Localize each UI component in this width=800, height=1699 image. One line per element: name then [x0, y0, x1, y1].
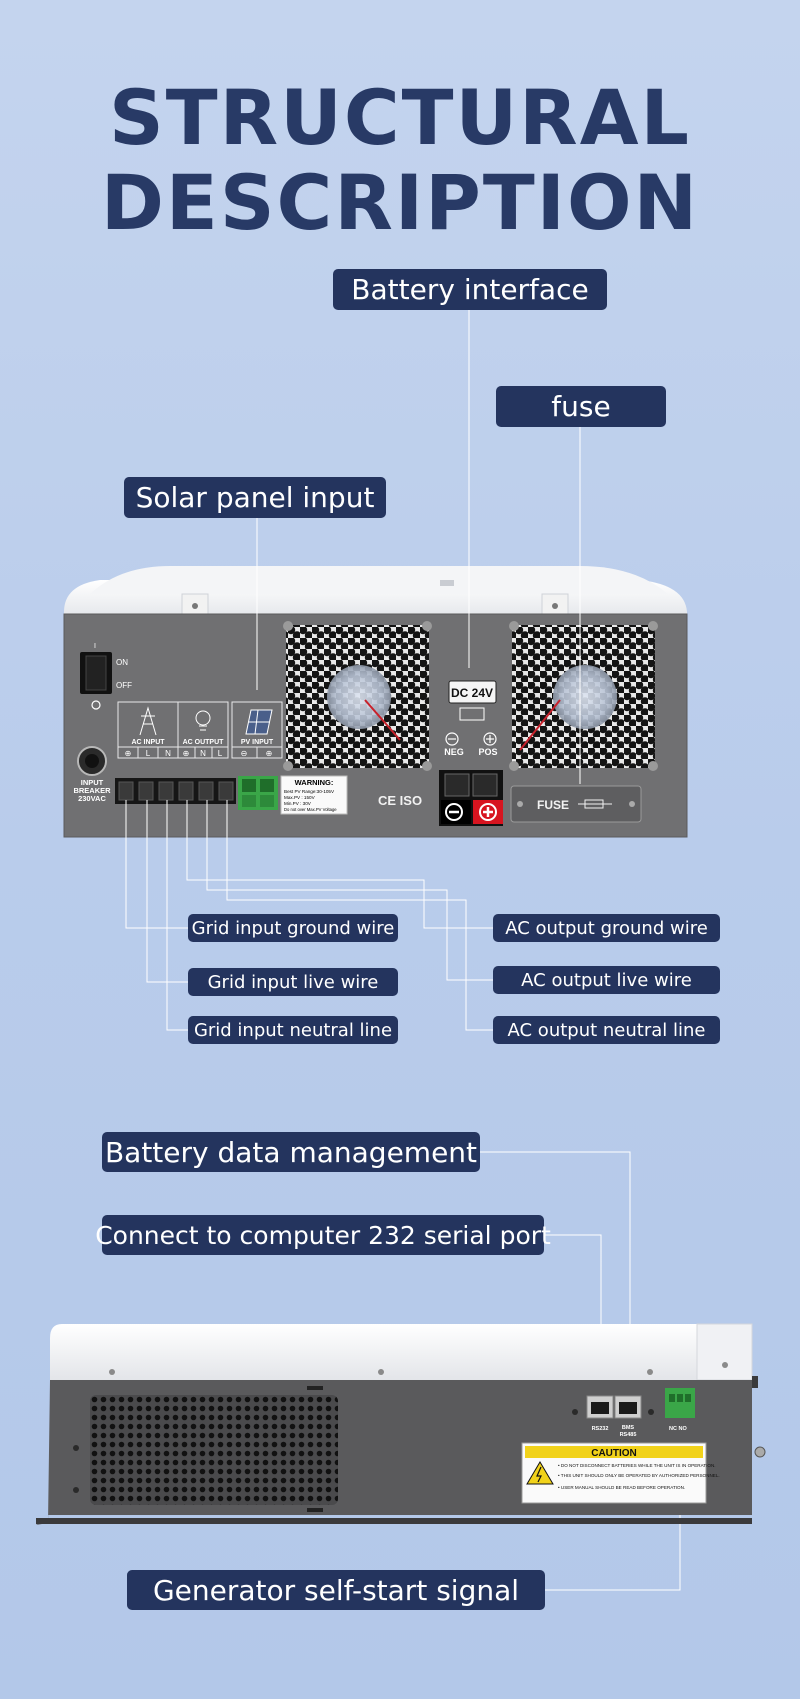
- breaker-label-2: BREAKER: [73, 786, 111, 795]
- fuse-holder: FUSE: [510, 785, 642, 823]
- battery-terminals: [439, 770, 503, 826]
- breaker-label-3: 230VAC: [78, 794, 106, 803]
- caution-line-1: • DO NOT DISCONNECT BATTERIES WHILE THE …: [558, 1463, 716, 1468]
- rear-panel-illustration: I ON OFF INPUT BREAKER 230VAC: [63, 310, 688, 1031]
- rs232-port: [586, 1395, 614, 1419]
- hazard-icon: [526, 1461, 554, 1485]
- fan-hub-right: [553, 665, 617, 729]
- warning-line-1: Best PV Range:30-105V: [284, 789, 335, 794]
- fan-hub-left: [327, 665, 391, 729]
- neg-symbol-icon: [445, 732, 459, 746]
- bms-port-label-2: RS485: [620, 1432, 637, 1438]
- callout-ac-output-neutral: AC output neutral line: [493, 1016, 720, 1044]
- pv-pin-neg: ⊖: [241, 749, 248, 758]
- pv-warning-sticker: WARNING: Best PV Range:30-105V Max.PV : …: [280, 775, 348, 815]
- ac-input-pin-2: L: [146, 749, 151, 758]
- ac-output-label: AC OUTPUT: [183, 739, 225, 746]
- warning-line-4: Do not over Max.PV Voltage: [284, 807, 337, 812]
- switch-off-label: OFF: [116, 681, 132, 690]
- breaker-label-1: INPUT: [81, 778, 104, 787]
- relay-label: NC NO: [669, 1426, 687, 1432]
- switch-on-label: ON: [116, 658, 128, 667]
- caution-title: CAUTION: [591, 1448, 637, 1459]
- callout-grid-input-neutral: Grid input neutral line: [188, 1016, 398, 1044]
- certification-marks: CE ISO: [378, 793, 422, 808]
- callout-ac-output-ground: AC output ground wire: [493, 914, 720, 942]
- switch-top-mark: I: [94, 643, 96, 650]
- solar-panel-icon: [245, 709, 273, 735]
- battery-icon: [459, 707, 485, 721]
- ac-input-pin-1: ⊕: [125, 749, 132, 758]
- side-panel-illustration: RS232 BMS RS485 NC NO CAUTION • DO NOT D…: [36, 1151, 766, 1591]
- side-vent-grill: [90, 1395, 338, 1505]
- callout-battery-interface: Battery interface: [333, 269, 607, 310]
- callout-fuse: fuse: [496, 386, 666, 427]
- pos-label: POS: [478, 747, 497, 757]
- bms-port-label-1: BMS: [622, 1425, 635, 1431]
- fuse-holder-label: FUSE: [537, 798, 569, 812]
- callout-battery-data-management: Battery data management: [102, 1132, 480, 1172]
- caution-sticker: CAUTION • DO NOT DISCONNECT BATTERIES WH…: [521, 1442, 720, 1504]
- page-title-line2: DESCRIPTION: [100, 158, 700, 247]
- bms-rs485-port: [614, 1395, 642, 1419]
- callout-computer-serial-port: Connect to computer 232 serial port: [95, 1215, 551, 1255]
- side-top-shell: [50, 1324, 752, 1380]
- power-tower-icon: [139, 706, 157, 736]
- rs232-port-label: RS232: [592, 1426, 609, 1432]
- pos-symbol-icon: [483, 732, 497, 746]
- rear-leader-lines: [125, 310, 581, 1031]
- pv-terminal-block: [238, 776, 278, 810]
- power-symbol-icon: [91, 700, 101, 710]
- neg-label: NEG: [444, 747, 464, 757]
- warning-line-2: Max.PV : 150V: [284, 795, 316, 800]
- ac-output-pin-1: ⊕: [183, 749, 190, 758]
- terminal-label-boxes: [117, 701, 283, 759]
- callout-grid-input-ground: Grid input ground wire: [188, 914, 398, 942]
- side-connector: [754, 1446, 766, 1458]
- warning-line-3: Min.PV : 30V: [284, 801, 312, 806]
- light-bulb-icon: [195, 710, 211, 731]
- warning-title: WARNING:: [295, 778, 334, 787]
- caution-line-2: • THIS UNIT SHOULD ONLY BE OPERATED BY A…: [558, 1473, 720, 1478]
- ac-input-pin-3: N: [165, 749, 171, 758]
- callout-grid-input-live: Grid input live wire: [188, 968, 398, 996]
- caution-line-3: • USER MANUAL SHOULD BE READ BEFORE OPER…: [558, 1485, 685, 1490]
- callout-solar-panel-input: Solar panel input: [124, 477, 386, 518]
- pv-input-label: PV INPUT: [241, 739, 274, 746]
- ac-output-pin-2: N: [200, 749, 206, 758]
- generator-relay-terminal: [665, 1388, 695, 1418]
- ac-output-pin-3: L: [218, 749, 223, 758]
- ac-input-label: AC INPUT: [131, 739, 165, 746]
- callout-generator-signal: Generator self-start signal: [127, 1570, 545, 1610]
- pv-pin-pos: ⊕: [266, 749, 273, 758]
- ac-terminal-block: [115, 778, 236, 804]
- dc-rating-text: DC 24V: [451, 686, 493, 700]
- dc-rating-badge: [448, 680, 497, 704]
- page-title-line1: STRUCTURAL: [109, 73, 691, 162]
- callout-ac-output-live: AC output live wire: [493, 966, 720, 994]
